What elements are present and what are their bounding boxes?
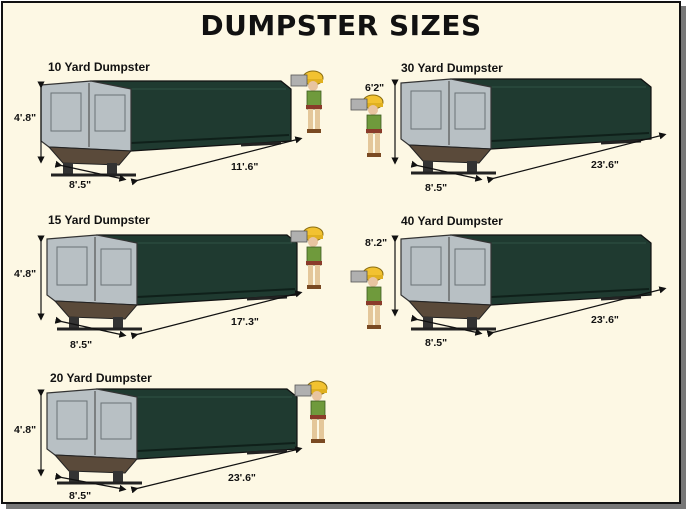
width-dim-40: 8'.5" — [425, 337, 448, 349]
arrow-icon — [410, 314, 483, 336]
arrow-icon — [486, 132, 667, 184]
height-dim-10: 4'.8" — [14, 112, 37, 124]
width-dim-10: 8'.5" — [69, 179, 92, 191]
arrow-icon — [130, 290, 303, 340]
arrow-icon — [54, 472, 127, 492]
arrow-icon — [130, 446, 303, 494]
arrow-icon — [54, 316, 127, 338]
dumpster-icon — [399, 233, 653, 331]
arrow-icon — [486, 286, 667, 338]
dumpster-icon — [45, 387, 299, 485]
arrow-icon — [130, 136, 303, 186]
dumpster-label-30: 30 Yard Dumpster — [401, 61, 503, 75]
dumpster-label-10: 10 Yard Dumpster — [48, 60, 150, 74]
infographic-frame: DUMPSTER SIZES 10 Yard Dumpster 30 Yard … — [1, 1, 681, 504]
height-dim-20: 4'.8" — [14, 424, 37, 436]
arrow-icon — [410, 160, 483, 182]
dumpster-artwork — [37, 70, 667, 494]
height-dim-30: 6'2" — [365, 82, 385, 94]
worker-icon — [350, 266, 384, 330]
worker-icon — [350, 94, 384, 158]
height-dim-15: 4'.8" — [14, 268, 37, 280]
page-title: DUMPSTER SIZES — [200, 9, 482, 42]
dumpster-icon — [39, 79, 293, 177]
dumpster-label-40: 40 Yard Dumpster — [401, 214, 503, 228]
height-dim-40: 8'.2" — [365, 237, 388, 249]
dumpster-icon — [399, 77, 653, 175]
worker-icon — [290, 70, 324, 134]
dumpster-label-15: 15 Yard Dumpster — [48, 213, 150, 227]
dumpster-label-20: 20 Yard Dumpster — [50, 371, 152, 385]
dumpster-icon — [45, 233, 299, 331]
worker-icon — [294, 380, 328, 444]
arrow-icon — [54, 160, 127, 182]
width-dim-30: 8'.5" — [425, 182, 448, 194]
width-dim-15: 8'.5" — [70, 339, 93, 351]
width-dim-20: 8'.5" — [69, 490, 92, 502]
